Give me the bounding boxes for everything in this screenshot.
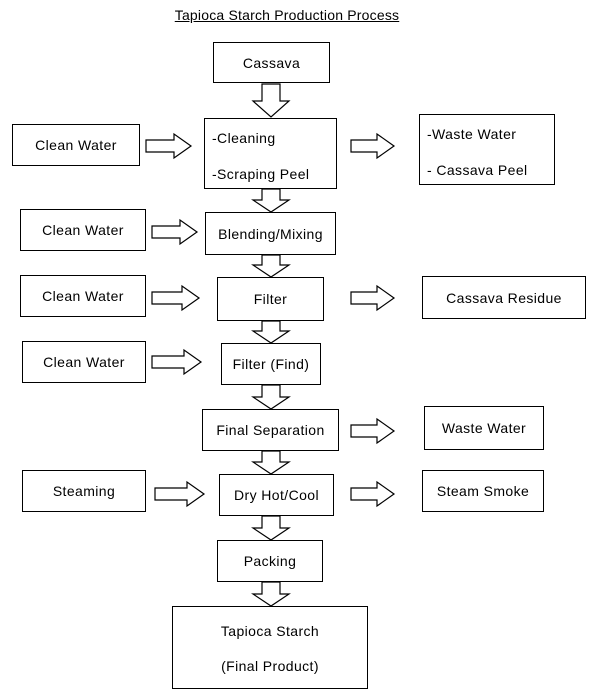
step-cleaning-label-2: -Scraping Peel (212, 166, 310, 182)
arrow-down-icon (251, 254, 291, 278)
output-cassava-residue-label: Cassava Residue (446, 289, 562, 306)
arrow-down-icon (251, 515, 291, 541)
arrow-down-icon (251, 320, 291, 344)
input-steaming: Steaming (22, 470, 146, 512)
step-dry: Dry Hot/Cool (219, 474, 334, 516)
input-clean-water-3-label: Clean Water (42, 288, 124, 304)
output-cassava-residue: Cassava Residue (422, 276, 586, 319)
arrow-down-icon (251, 188, 291, 213)
arrow-down-icon (251, 450, 291, 475)
step-packing-label: Packing (243, 553, 297, 569)
step-final-product-label-2: (Final Product) (221, 658, 319, 674)
input-clean-water-1-label: Clean Water (35, 137, 117, 153)
step-final-product: Tapioca Starch (Final Product) (172, 606, 368, 689)
arrow-down-icon (251, 581, 291, 607)
diagram-title: Tapioca Starch Production Process (174, 7, 400, 23)
step-blending: Blending/Mixing (205, 212, 336, 255)
input-clean-water-4: Clean Water (22, 341, 146, 383)
arrow-right-icon (350, 284, 396, 312)
step-dry-label: Dry Hot/Cool (234, 487, 319, 503)
step-final-separation: Final Separation (202, 409, 339, 451)
input-clean-water-3: Clean Water (20, 275, 146, 317)
step-filter-find: Filter (Find) (221, 343, 321, 385)
input-clean-water-2-label: Clean Water (42, 222, 124, 238)
output-steam-smoke-label: Steam Smoke (436, 483, 530, 499)
output-waste: -Waste Water - Cassava Peel (419, 114, 555, 185)
output-waste-label-2: - Cassava Peel (427, 162, 528, 178)
step-filter: Filter (217, 277, 324, 321)
arrow-right-icon (145, 132, 193, 160)
arrow-right-icon (350, 480, 396, 508)
step-cleaning: -Cleaning -Scraping Peel (204, 118, 337, 189)
step-cassava-label: Cassava (242, 54, 301, 71)
arrow-right-icon (350, 132, 396, 160)
input-steaming-label: Steaming (52, 483, 116, 499)
step-cleaning-label-1: -Cleaning (212, 130, 276, 146)
output-waste-water: Waste Water (424, 406, 544, 450)
input-clean-water-4-label: Clean Water (43, 354, 125, 370)
arrow-right-icon (151, 218, 199, 246)
arrow-right-icon (151, 348, 203, 376)
output-steam-smoke: Steam Smoke (422, 470, 544, 512)
output-waste-water-label: Waste Water (441, 420, 527, 436)
input-clean-water-1: Clean Water (12, 124, 140, 166)
arrow-down-icon (251, 83, 291, 118)
step-packing: Packing (217, 540, 323, 582)
output-waste-label-1: -Waste Water (427, 126, 517, 142)
input-clean-water-2: Clean Water (20, 209, 146, 251)
step-final-separation-label: Final Separation (216, 422, 325, 438)
arrow-right-icon (154, 480, 206, 508)
step-filter-find-label: Filter (Find) (232, 356, 310, 372)
step-cassava: Cassava (213, 42, 330, 83)
arrow-right-icon (350, 417, 396, 445)
step-blending-label: Blending/Mixing (218, 225, 323, 242)
arrow-right-icon (151, 284, 201, 312)
step-final-product-label-1: Tapioca Starch (220, 623, 320, 639)
step-filter-label: Filter (253, 291, 288, 307)
arrow-down-icon (251, 384, 291, 410)
